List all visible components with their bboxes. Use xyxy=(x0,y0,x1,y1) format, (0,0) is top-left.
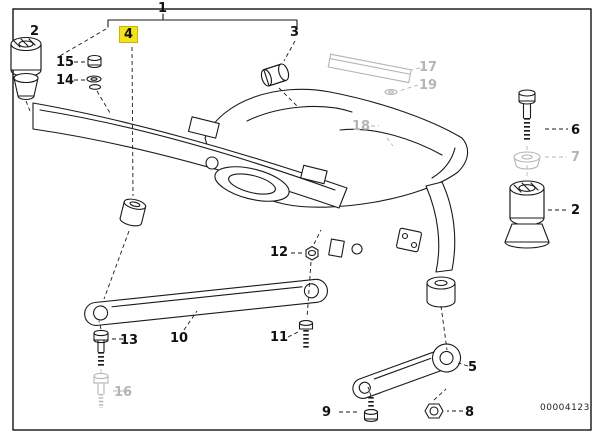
subframe-carrier-drawing xyxy=(32,88,469,308)
bracket-5-drawing xyxy=(352,343,462,399)
nut-15-drawing xyxy=(87,54,102,69)
washer-14-drawing xyxy=(86,75,102,90)
callout-3[interactable]: 3 xyxy=(290,25,300,40)
nut-8-drawing xyxy=(424,403,444,419)
callout-1[interactable]: 1 xyxy=(158,1,168,16)
doc-number: 00004123 xyxy=(540,403,590,413)
bolt-6-drawing xyxy=(518,89,536,142)
callout-4[interactable]: 4 xyxy=(119,26,139,43)
callout-1-bracket xyxy=(107,13,298,28)
bolt-9-drawing xyxy=(363,397,379,422)
bushing-2-left-drawing xyxy=(10,36,42,101)
callout-19[interactable]: 19 xyxy=(419,78,438,93)
callout-8[interactable]: 8 xyxy=(465,405,475,420)
callout-16[interactable]: 16 xyxy=(114,385,133,400)
bolt-11-drawing xyxy=(298,320,314,348)
bolt-13-drawing xyxy=(93,329,109,367)
callout-2-left[interactable]: 2 xyxy=(30,24,40,39)
callout-2-right[interactable]: 2 xyxy=(571,203,581,218)
bolt-16-drawing xyxy=(93,372,109,408)
callout-18[interactable]: 18 xyxy=(352,119,371,134)
callout-14[interactable]: 14 xyxy=(56,73,75,88)
callout-10[interactable]: 10 xyxy=(170,331,189,346)
bushing-2-right-drawing xyxy=(504,180,550,249)
control-arm-10-drawing xyxy=(84,278,328,326)
bushing-4-drawing xyxy=(119,198,147,227)
nut-12-drawing xyxy=(305,245,319,261)
callout-13[interactable]: 13 xyxy=(120,333,139,348)
callout-11[interactable]: 11 xyxy=(270,330,289,345)
diagram-border xyxy=(12,8,592,431)
callout-12[interactable]: 12 xyxy=(270,245,289,260)
callout-15[interactable]: 15 xyxy=(56,55,75,70)
callout-9[interactable]: 9 xyxy=(322,405,332,420)
callout-5[interactable]: 5 xyxy=(468,360,478,375)
bushing-3-drawing xyxy=(260,63,290,87)
leader-lines xyxy=(25,28,568,413)
callout-7[interactable]: 7 xyxy=(571,150,581,165)
cup-7-drawing xyxy=(513,151,541,170)
bar-17-drawing xyxy=(327,53,412,84)
callout-6[interactable]: 6 xyxy=(571,123,581,138)
washer-19-drawing xyxy=(384,89,398,95)
callout-17[interactable]: 17 xyxy=(419,60,438,75)
